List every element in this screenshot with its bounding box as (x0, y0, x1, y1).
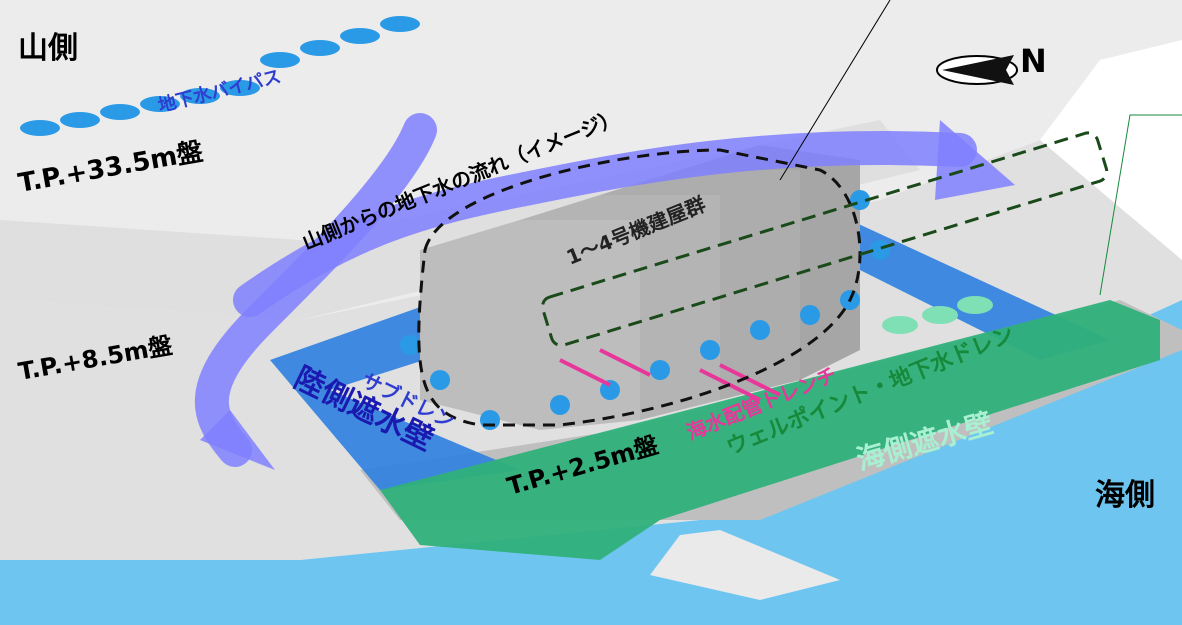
bypass-wells (20, 16, 420, 136)
land-side-wall (270, 180, 1110, 490)
buildings-outline (417, 148, 862, 427)
flow-arrow-left-head (200, 410, 275, 470)
label-umigawa: 海側 (1095, 478, 1155, 513)
seawater-trench-marks (559, 348, 781, 402)
flow-arrow-main-head (935, 120, 1015, 200)
leader-wellpoint (1099, 114, 1182, 296)
breakwater (650, 530, 840, 600)
sea (0, 300, 1182, 625)
leader-buildings (779, 0, 891, 181)
wellpoint-tanks (882, 296, 993, 334)
flow-arrow-left (194, 113, 437, 467)
wellpoint-outline (540, 131, 1109, 347)
label-yamagawa: 山側 (18, 31, 78, 66)
sea-side-wall (380, 300, 1160, 560)
label-north: N (1020, 42, 1047, 80)
north-compass (936, 55, 1018, 85)
